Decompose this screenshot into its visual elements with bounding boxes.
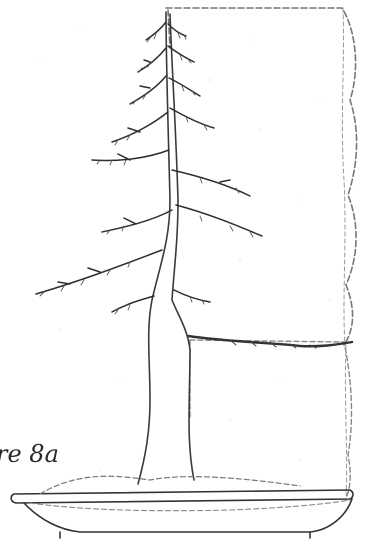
- needle-hatching: [40, 33, 253, 314]
- dashed-silhouette-inner-edge: [342, 8, 345, 345]
- trunk-right-edge: [170, 14, 194, 480]
- trunk-left-edge: [138, 12, 170, 484]
- pot-rim: [11, 490, 353, 503]
- figure-caption: re 8a: [0, 440, 59, 468]
- branch-3-left: [130, 75, 167, 104]
- branch-8-right: [174, 290, 210, 302]
- branch-4-right: [170, 108, 214, 128]
- branch-6-left: [102, 210, 172, 232]
- dashed-lower-inner-edge: [345, 345, 346, 500]
- branch-6-right: [176, 205, 262, 236]
- pot-foot: [60, 532, 310, 538]
- branch-4-left: [112, 112, 168, 142]
- paper-texture: [39, 29, 331, 470]
- branch-8-left: [112, 296, 154, 312]
- branch-7-left: [36, 250, 162, 294]
- bonsai-pot: [11, 476, 353, 538]
- dashed-lower-section-outline: [190, 340, 351, 498]
- branch-5-left: [92, 150, 169, 161]
- dashed-silhouette-outline: [166, 8, 357, 345]
- pot-body: [24, 499, 352, 532]
